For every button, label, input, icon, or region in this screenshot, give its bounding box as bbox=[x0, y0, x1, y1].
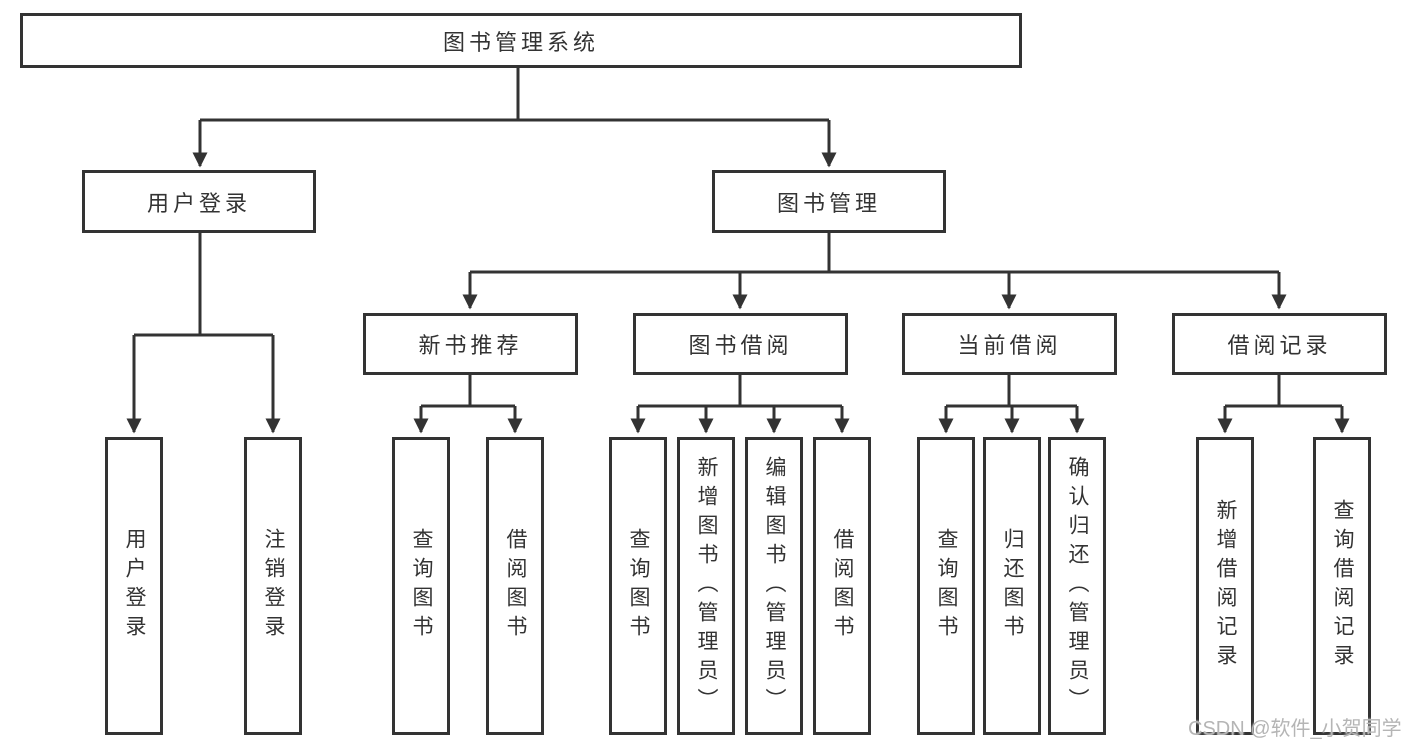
node-borrowing-records: 借阅记录 bbox=[1172, 313, 1387, 375]
connectors-root bbox=[192, 68, 837, 168]
node-current-borrowing-label: 当前借阅 bbox=[957, 333, 1062, 358]
leaf-add-books-admin: 新增图书（管理员） bbox=[677, 437, 735, 735]
connectors-book-borrowing bbox=[630, 375, 850, 434]
leaf-borrow-books-recommend-label: 借阅图书 bbox=[504, 528, 527, 644]
node-borrowing-records-label: 借阅记录 bbox=[1227, 333, 1332, 358]
leaf-return-books: 归还图书 bbox=[983, 437, 1041, 735]
leaf-borrow-books-label: 借阅图书 bbox=[831, 528, 854, 644]
node-book-borrowing-label: 图书借阅 bbox=[688, 333, 793, 358]
csdn-watermark: CSDN @软件_小贺同学 bbox=[1188, 718, 1402, 740]
leaf-logout-label: 注销登录 bbox=[262, 528, 285, 644]
leaf-edit-books-admin-label: 编辑图书（管理员） bbox=[763, 455, 786, 717]
connectors-user-login bbox=[126, 233, 281, 434]
leaf-search-books-current: 查询图书 bbox=[917, 437, 975, 735]
leaf-borrow-books-recommend: 借阅图书 bbox=[486, 437, 544, 735]
node-current-borrowing: 当前借阅 bbox=[902, 313, 1117, 375]
leaf-user-login: 用户登录 bbox=[105, 437, 163, 735]
connectors-new-book-recommendation bbox=[413, 375, 523, 434]
node-library-management-system: 图书管理系统 bbox=[20, 13, 1022, 68]
connectors-borrowing-records bbox=[1217, 375, 1350, 434]
leaf-logout: 注销登录 bbox=[244, 437, 302, 735]
leaf-return-books-label: 归还图书 bbox=[1001, 528, 1024, 644]
leaf-edit-books-admin: 编辑图书（管理员） bbox=[745, 437, 803, 735]
leaf-search-books-recommend: 查询图书 bbox=[392, 437, 450, 735]
node-book-borrowing: 图书借阅 bbox=[633, 313, 848, 375]
leaf-confirm-return-admin-label: 确认归还（管理员） bbox=[1066, 455, 1089, 717]
leaf-search-books-borrow-label: 查询图书 bbox=[627, 528, 650, 644]
leaf-search-borrow-record: 查询借阅记录 bbox=[1313, 437, 1371, 735]
node-user-login: 用户登录 bbox=[82, 170, 316, 233]
node-book-management: 图书管理 bbox=[712, 170, 946, 233]
leaf-search-books-current-label: 查询图书 bbox=[935, 528, 958, 644]
node-user-login-label: 用户登录 bbox=[146, 190, 251, 216]
connectors-book-management bbox=[462, 233, 1287, 310]
leaf-confirm-return-admin: 确认归还（管理员） bbox=[1048, 437, 1106, 735]
node-new-book-recommendation: 新书推荐 bbox=[363, 313, 578, 375]
leaf-add-borrow-record: 新增借阅记录 bbox=[1196, 437, 1254, 735]
connectors-current-borrowing bbox=[938, 375, 1085, 434]
node-new-book-recommendation-label: 新书推荐 bbox=[418, 333, 523, 358]
node-book-management-label: 图书管理 bbox=[776, 190, 881, 216]
leaf-borrow-books: 借阅图书 bbox=[813, 437, 871, 735]
node-library-management-system-label: 图书管理系统 bbox=[442, 29, 599, 55]
leaf-search-books-recommend-label: 查询图书 bbox=[410, 528, 433, 644]
leaf-user-login-label: 用户登录 bbox=[123, 528, 146, 644]
leaf-add-books-admin-label: 新增图书（管理员） bbox=[695, 455, 718, 717]
leaf-search-books-borrow: 查询图书 bbox=[609, 437, 667, 735]
leaf-add-borrow-record-label: 新增借阅记录 bbox=[1214, 499, 1237, 673]
leaf-search-borrow-record-label: 查询借阅记录 bbox=[1331, 499, 1354, 673]
